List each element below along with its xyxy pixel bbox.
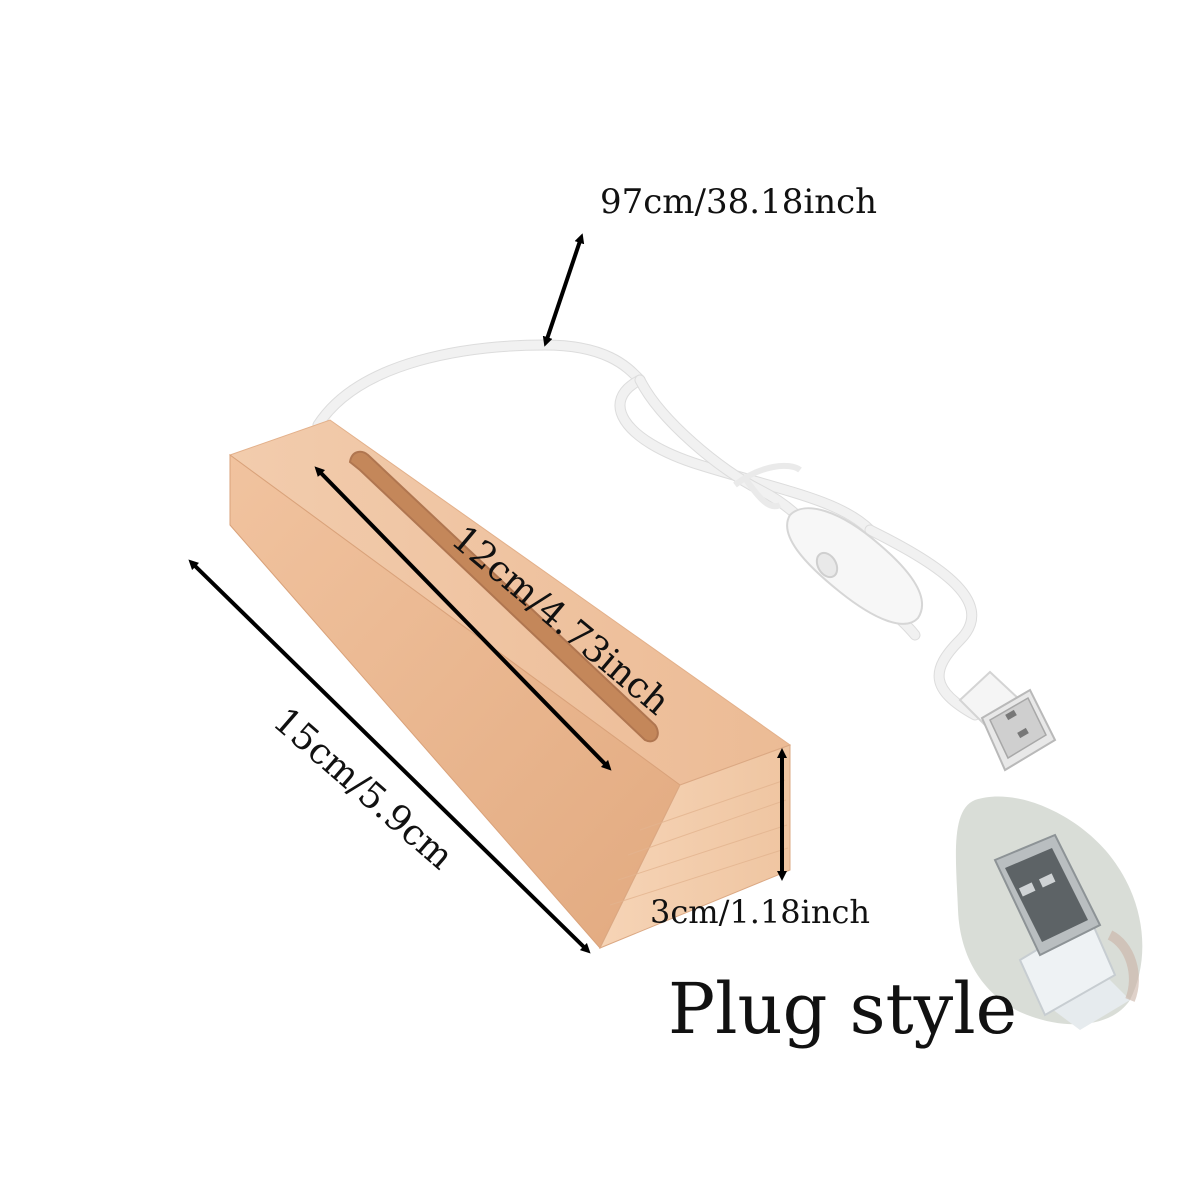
cable-length-label: 97cm/38.18inch [600, 182, 878, 222]
usb-plug [958, 670, 1057, 772]
usb-cable [312, 339, 981, 721]
base-length-arrow [188, 559, 591, 954]
twist-tie [733, 462, 802, 510]
inline-switch-icon [786, 507, 924, 625]
usb-plug-photo-icon [955, 796, 1143, 1030]
base-height-label: 3cm/1.18inch [650, 893, 871, 931]
cable-length-arrow [542, 233, 585, 347]
plug-style-label: Plug style [668, 968, 1018, 1050]
